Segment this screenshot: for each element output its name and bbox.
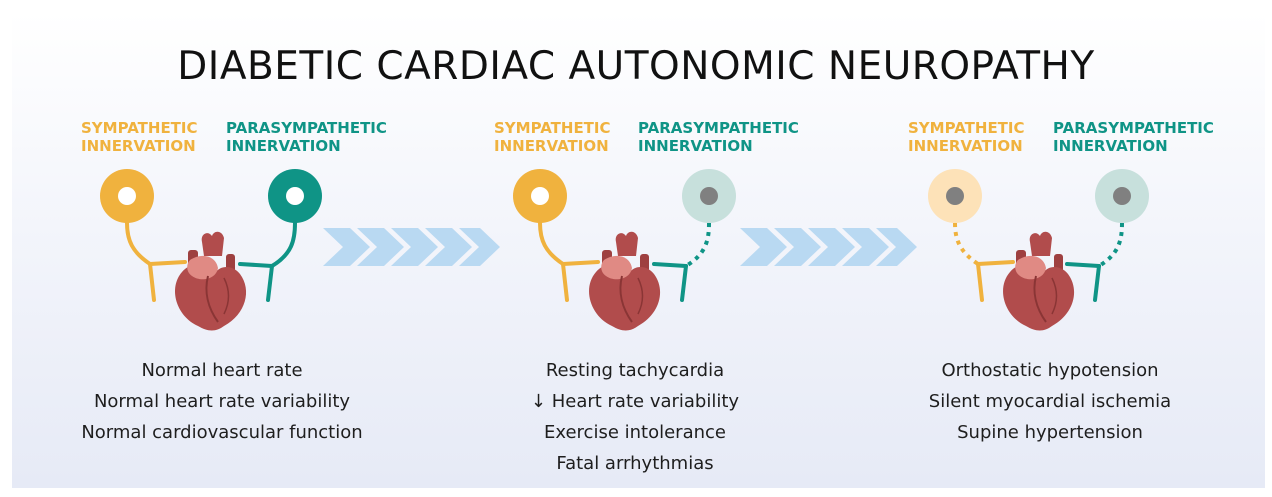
effect-item: Normal cardiovascular function: [42, 417, 402, 448]
panel-3-diagram: [928, 169, 1149, 331]
effect-item: Silent myocardial ischemia: [870, 386, 1230, 417]
panel-1-effects: Normal heart rate Normal heart rate vari…: [42, 355, 402, 448]
effect-item: Exercise intolerance: [455, 417, 815, 448]
effect-item: ↓ Heart rate variability: [455, 386, 815, 417]
panel-2-effects: Resting tachycardia ↓ Heart rate variabi…: [455, 355, 815, 479]
panel-1-parasympathetic-neuron: [240, 169, 322, 300]
progression-arrows-2: [740, 228, 917, 266]
effect-item: Supine hypertension: [870, 417, 1230, 448]
effect-item: Resting tachycardia: [455, 355, 815, 386]
effect-item: Normal heart rate: [42, 355, 402, 386]
panel-1-diagram: [100, 169, 322, 331]
panel-2-diagram: [513, 169, 736, 331]
progression-arrows-1: [323, 228, 500, 266]
effect-item: Fatal arrhythmias: [455, 448, 815, 479]
heart-icon: [175, 232, 246, 331]
panel-1-sympathetic-neuron: [100, 169, 185, 300]
heart-icon: [1003, 232, 1074, 331]
heart-icon: [589, 232, 660, 331]
panel-3-effects: Orthostatic hypotension Silent myocardia…: [870, 355, 1230, 448]
effect-item: Normal heart rate variability: [42, 386, 402, 417]
panel-3-parasympathetic-neuron: [1067, 169, 1149, 300]
panel-2-sympathetic-neuron: [513, 169, 598, 300]
panel-3-sympathetic-neuron: [928, 169, 1013, 300]
panel-2-parasympathetic-neuron: [654, 169, 736, 300]
effect-item: Orthostatic hypotension: [870, 355, 1230, 386]
